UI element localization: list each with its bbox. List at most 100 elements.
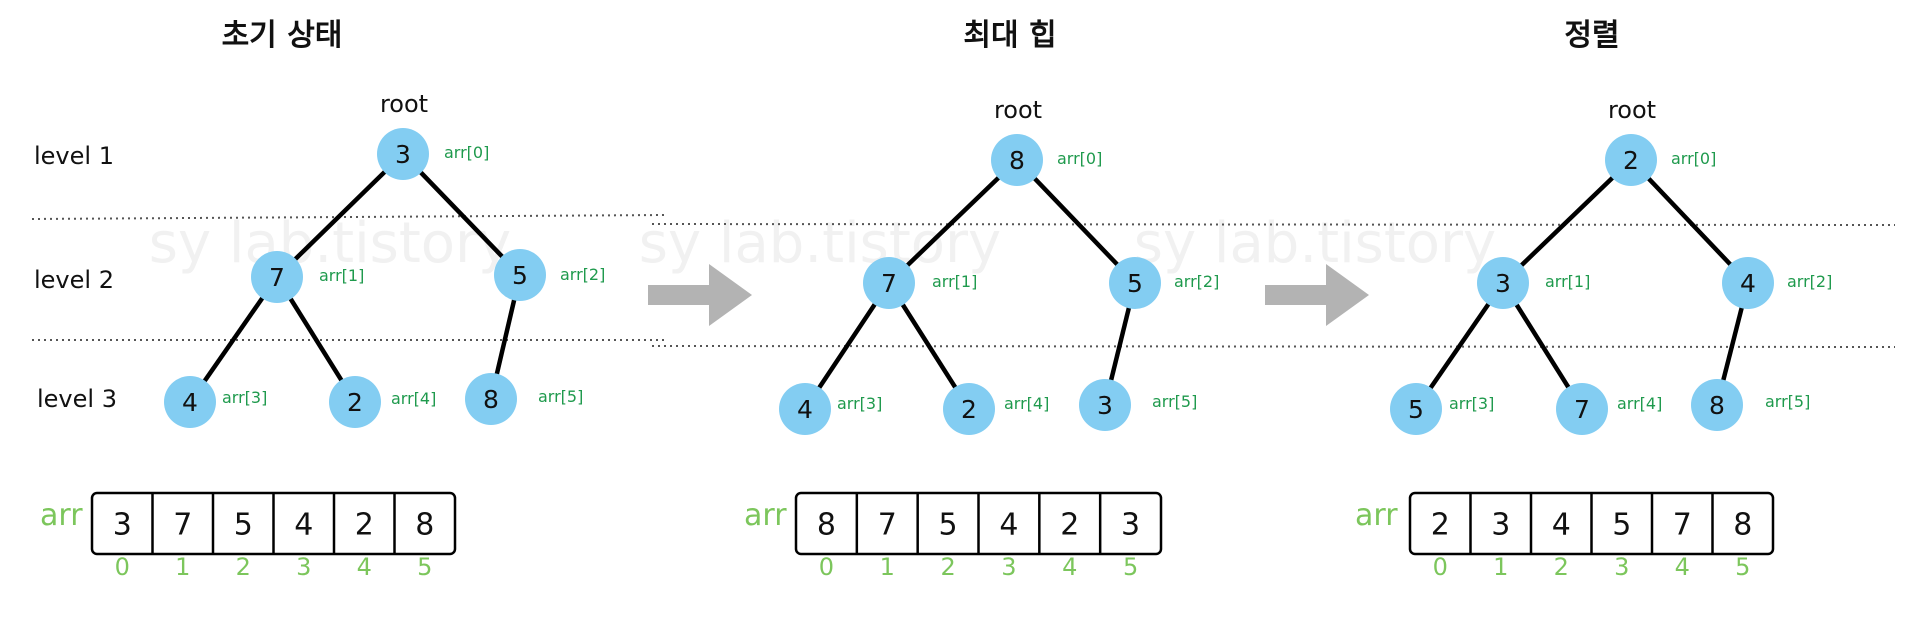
- heap-node: [377, 128, 429, 180]
- node-index-label: arr[0]: [1057, 149, 1102, 168]
- array-index: 5: [1735, 553, 1750, 581]
- heap-node: [863, 257, 915, 309]
- array-cell-value: 3: [113, 508, 132, 543]
- node-value: 8: [483, 385, 499, 414]
- array-index: 0: [115, 553, 130, 581]
- panel-title: 초기 상태: [222, 18, 343, 53]
- array-index: 0: [819, 553, 834, 581]
- node-index-label: arr[4]: [391, 389, 436, 408]
- tree-edge: [1015, 158, 1137, 285]
- transition-arrow: [648, 264, 752, 326]
- node-value: 2: [961, 395, 977, 424]
- heap-node: [251, 251, 303, 303]
- node-value: 8: [1709, 391, 1725, 420]
- array-cell-value: 2: [355, 508, 374, 543]
- array-cell-value: 8: [415, 508, 434, 543]
- node-index-label: arr[2]: [1174, 272, 1219, 291]
- array-cell-value: 7: [173, 508, 192, 543]
- array-index: 4: [357, 553, 372, 581]
- node-index-label: arr[3]: [837, 394, 882, 413]
- array-index: 3: [296, 553, 311, 581]
- array-index: 2: [236, 553, 251, 581]
- level-label: level 1: [34, 142, 114, 170]
- heap-node: [1109, 257, 1161, 309]
- node-value: 3: [1495, 269, 1511, 298]
- node-value: 4: [182, 388, 198, 417]
- heap-node: [1722, 257, 1774, 309]
- array-index: 1: [880, 553, 895, 581]
- node-value: 4: [1740, 269, 1756, 298]
- heap-node: [943, 383, 995, 435]
- array-cell-value: 3: [1121, 508, 1140, 543]
- array-cell-value: 8: [817, 508, 836, 543]
- watermark: sy lab.tistory: [149, 211, 511, 276]
- node-value: 8: [1009, 146, 1025, 175]
- heap-node: [1691, 379, 1743, 431]
- node-index-label: arr[3]: [222, 388, 267, 407]
- root-label: root: [1608, 96, 1656, 124]
- watermark: sy lab.tistory: [639, 211, 1001, 276]
- node-value: 7: [881, 269, 897, 298]
- tree-edge: [887, 158, 1019, 285]
- node-value: 4: [797, 395, 813, 424]
- node-index-label: arr[5]: [1765, 392, 1810, 411]
- node-value: 7: [269, 263, 285, 292]
- array-index: 2: [1554, 553, 1569, 581]
- heap-node: [991, 134, 1043, 186]
- heap-node: [1079, 379, 1131, 431]
- node-value: 5: [1127, 269, 1143, 298]
- tree-edge: [401, 152, 522, 277]
- array-index: 1: [1493, 553, 1508, 581]
- node-value: 5: [512, 261, 528, 290]
- transition-arrow: [1265, 264, 1369, 326]
- heap-node: [329, 376, 381, 428]
- node-index-label: arr[0]: [1671, 149, 1716, 168]
- array-label: arr: [744, 498, 787, 533]
- node-index-label: arr[1]: [932, 272, 977, 291]
- array-cell-value: 2: [1060, 508, 1079, 543]
- heap-node: [1556, 383, 1608, 435]
- tree-edge: [1501, 158, 1633, 285]
- node-index-label: arr[1]: [319, 266, 364, 285]
- panel-title: 정렬: [1564, 18, 1619, 53]
- heap-node: [465, 373, 517, 425]
- node-index-label: arr[3]: [1449, 394, 1494, 413]
- array-index: 4: [1675, 553, 1690, 581]
- dotted-separator: [651, 345, 1896, 348]
- level-label: level 2: [34, 266, 114, 294]
- node-index-label: arr[2]: [560, 265, 605, 284]
- node-index-label: arr[4]: [1617, 394, 1662, 413]
- heap-node: [494, 249, 546, 301]
- heap-node: [779, 383, 831, 435]
- array-cell-value: 4: [999, 508, 1018, 543]
- heap-node: [1605, 134, 1657, 186]
- node-value: 2: [1623, 146, 1639, 175]
- array-cell-value: 8: [1733, 508, 1752, 543]
- heap-node: [1390, 383, 1442, 435]
- array-cell-value: 7: [1673, 508, 1692, 543]
- array-index: 4: [1062, 553, 1077, 581]
- array-index: 0: [1433, 553, 1448, 581]
- node-index-label: arr[2]: [1787, 272, 1832, 291]
- array-index: 2: [940, 553, 955, 581]
- array-cell-value: 5: [939, 508, 958, 543]
- array-cell-value: 4: [294, 508, 313, 543]
- array-cell-value: 2: [1431, 508, 1450, 543]
- tree-edge: [275, 152, 405, 279]
- node-value: 3: [1097, 391, 1113, 420]
- node-index-label: arr[5]: [1152, 392, 1197, 411]
- array-cell-value: 5: [234, 508, 253, 543]
- watermark: sy lab.tistory: [1134, 211, 1496, 276]
- array-cell-value: 5: [1612, 508, 1631, 543]
- tree-edge: [1629, 158, 1750, 285]
- array-index: 1: [175, 553, 190, 581]
- array-label: arr: [40, 498, 83, 533]
- array-label: arr: [1355, 498, 1398, 533]
- root-label: root: [380, 90, 428, 118]
- level-label: level 3: [37, 385, 117, 413]
- panel-title: 최대 힙: [963, 18, 1056, 53]
